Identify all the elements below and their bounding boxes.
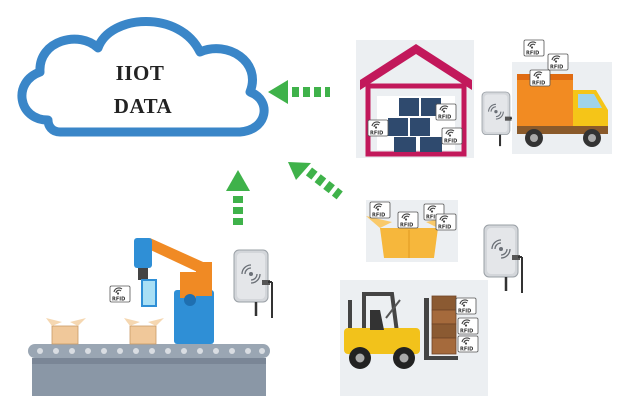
robot-arm-icon bbox=[134, 238, 214, 344]
rfid-tag-icon bbox=[109, 285, 131, 304]
rfid-reader-icon bbox=[232, 248, 274, 320]
rfid-reader-icon bbox=[482, 223, 524, 295]
arrow-icon bbox=[226, 170, 250, 225]
arrow-icon bbox=[288, 162, 343, 200]
cloud-icon: IIOT DATA bbox=[17, 17, 269, 137]
warehouse-icon bbox=[356, 40, 474, 158]
rfid-tag-icon bbox=[455, 297, 479, 354]
arrow-icon bbox=[268, 80, 330, 104]
conveyor-belt-icon bbox=[28, 318, 270, 396]
delivery-truck-icon bbox=[512, 62, 612, 154]
cloud-label-line2: DATA bbox=[114, 94, 173, 118]
rfid-reader-icon bbox=[480, 90, 515, 149]
cloud-label-line1: IIOT bbox=[116, 61, 165, 85]
